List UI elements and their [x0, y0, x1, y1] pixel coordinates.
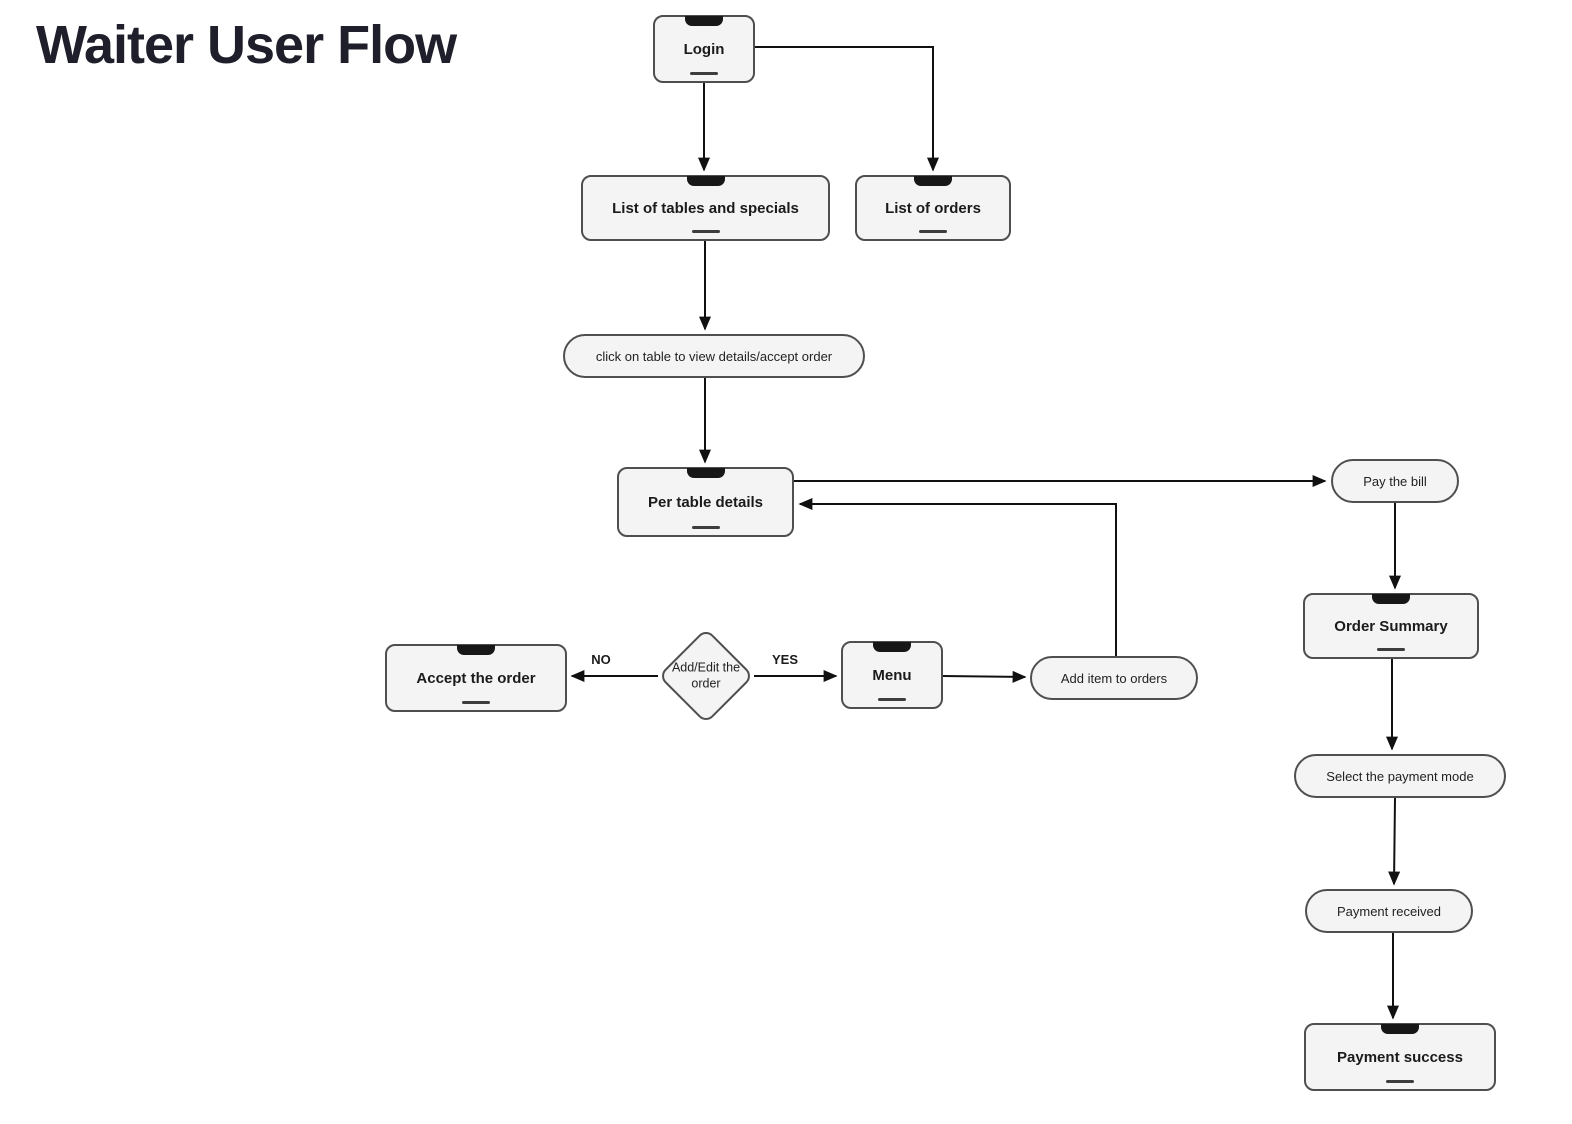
node-select-payment-mode: Select the payment mode — [1294, 754, 1506, 798]
phone-notch-icon — [1372, 594, 1410, 604]
edge-login-to-list-orders — [755, 46, 939, 172]
home-indicator-icon — [690, 72, 718, 75]
home-indicator-icon — [878, 698, 906, 701]
home-indicator-icon — [691, 230, 720, 233]
edge-select-payment-to-payment-received — [1388, 797, 1401, 886]
node-decision-label: Add/Edit the order — [671, 660, 741, 690]
node-pay-the-bill: Pay the bill — [1331, 459, 1459, 503]
node-menu-label: Menu — [872, 666, 912, 684]
phone-notch-icon — [457, 645, 495, 655]
node-accept-the-order: Accept the order — [385, 644, 567, 712]
node-menu: Menu — [841, 641, 943, 709]
edge-add-item-to-per-table — [798, 498, 1117, 656]
phone-notch-icon — [1381, 1024, 1419, 1034]
node-payment-success: Payment success — [1304, 1023, 1496, 1091]
home-indicator-icon — [691, 526, 720, 529]
home-indicator-icon — [919, 230, 947, 233]
node-login: Login — [653, 15, 755, 83]
node-add-edit-decision: Add/Edit the order — [657, 627, 755, 725]
node-add-item-label: Add item to orders — [1060, 670, 1168, 686]
node-payment-received: Payment received — [1305, 889, 1473, 933]
phone-notch-icon — [685, 16, 723, 26]
node-per-table-details: Per table details — [617, 467, 794, 537]
node-click-on-table: click on table to view details/accept or… — [563, 334, 865, 378]
node-per-table-label: Per table details — [647, 493, 764, 511]
home-indicator-icon — [462, 701, 490, 704]
node-list-tables-label: List of tables and specials — [612, 199, 799, 217]
node-order-summary: Order Summary — [1303, 593, 1479, 659]
edge-menu-to-add-item — [942, 670, 1027, 683]
phone-notch-icon — [686, 468, 725, 478]
home-indicator-icon — [1377, 648, 1405, 651]
phone-notch-icon — [873, 642, 911, 652]
node-accept-order-label: Accept the order — [416, 669, 536, 687]
node-order-summary-label: Order Summary — [1334, 617, 1448, 635]
node-list-of-orders: List of orders — [855, 175, 1011, 241]
edge-label-yes: YES — [771, 652, 798, 667]
node-add-item-to-orders: Add item to orders — [1030, 656, 1198, 700]
node-list-of-tables-and-specials: List of tables and specials — [581, 175, 830, 241]
node-payment-received-label: Payment received — [1336, 903, 1442, 919]
node-select-payment-label: Select the payment mode — [1326, 768, 1474, 784]
phone-notch-icon — [686, 176, 725, 186]
edge-label-no: NO — [591, 652, 611, 667]
phone-notch-icon — [914, 176, 952, 186]
node-pay-bill-label: Pay the bill — [1363, 473, 1427, 489]
home-indicator-icon — [1386, 1080, 1414, 1083]
node-click-table-label: click on table to view details/accept or… — [595, 348, 833, 364]
node-login-label: Login — [683, 40, 725, 58]
node-payment-success-label: Payment success — [1337, 1048, 1463, 1066]
page-title: Waiter User Flow — [36, 15, 457, 75]
node-list-orders-label: List of orders — [885, 199, 981, 217]
